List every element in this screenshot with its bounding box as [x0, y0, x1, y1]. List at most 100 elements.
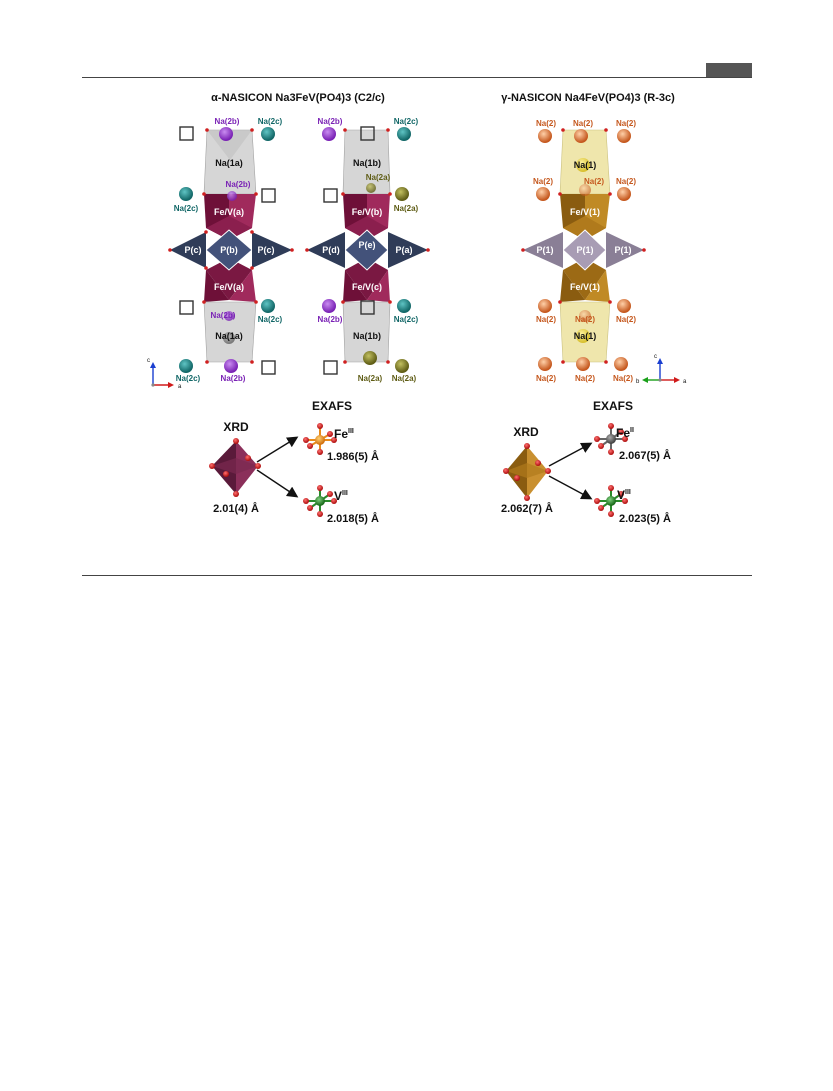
axis-c-alpha: c [147, 358, 150, 364]
label-pb: P(b) [220, 245, 238, 255]
label-p1-1: P(1) [536, 245, 553, 255]
header-tab-block [706, 63, 752, 77]
label-na1b-2: Na(1b) [353, 331, 381, 341]
alpha-v-site [303, 485, 337, 517]
label-na2b-3: Na(2b) [211, 311, 236, 320]
gamma-v-label: VIII [617, 488, 631, 502]
alpha-exafs-label: EXAFS [312, 399, 352, 413]
gamma-xrd-distance: 2.062(7) Å [501, 502, 553, 515]
label-pd: P(d) [322, 245, 340, 255]
gamma-axes: c a b [636, 354, 687, 385]
alpha-title: α-NASICON Na3FeV(PO4)3 (C2/c) [211, 92, 385, 104]
fev-octahedron-a-bottom [206, 258, 252, 300]
gamma-oxygen-dots [521, 128, 646, 364]
gamma-column [523, 129, 644, 363]
axis-a-alpha: a [178, 384, 182, 390]
gamma-exafs-label: EXAFS [593, 399, 633, 413]
label-fev-b: Fe/V(b) [352, 207, 383, 217]
label-na1a-2: Na(1a) [215, 331, 243, 341]
alpha-vacancies [179, 126, 375, 375]
label-pe: P(e) [358, 240, 375, 250]
axis-c-gamma: c [654, 354, 657, 360]
pc-right-tetrahedron [252, 232, 292, 268]
gamma-fe-label: FeII [616, 426, 634, 440]
label-fev1-1: Fe/V(1) [570, 207, 600, 217]
gamma-fe-distance: 2.067(5) Å [619, 449, 671, 462]
label-na1a-1: Na(1a) [215, 158, 243, 168]
alpha-v-distance: 2.018(5) Å [327, 512, 379, 525]
label-na2a-1: Na(2a) [366, 173, 391, 182]
alpha-oxygen-dots [168, 128, 430, 364]
label-fev-a-1: Fe/V(a) [214, 207, 244, 217]
label-pa: P(a) [395, 245, 412, 255]
label-na2c-4: Na(2c) [176, 374, 201, 383]
label-na2b-5: Na(2b) [318, 117, 343, 126]
label-na2-g9: Na(2) [616, 315, 636, 324]
top-rule [82, 77, 752, 78]
label-na1-g1: Na(1) [574, 160, 597, 170]
gamma-xrd-label: XRD [513, 425, 539, 439]
pe-tetrahedron [344, 229, 389, 271]
label-na2-g1: Na(2) [536, 119, 556, 128]
label-na2-g3: Na(2) [616, 119, 636, 128]
label-na2c-3: Na(2c) [258, 315, 283, 324]
label-pc-2: P(c) [257, 245, 274, 255]
label-fev-c: Fe/V(c) [352, 282, 382, 292]
label-na2a-3: Na(2a) [358, 374, 383, 383]
label-na2-g7: Na(2) [536, 315, 556, 324]
gamma-fe-site [594, 423, 628, 455]
label-na2c-6: Na(2c) [394, 315, 419, 324]
label-p1-2: P(1) [576, 245, 593, 255]
bottom-rule [82, 575, 752, 576]
gamma-xrd-octahedron [503, 443, 551, 501]
label-na2-g12: Na(2) [613, 374, 633, 383]
label-na2-g2: Na(2) [573, 119, 593, 128]
label-na2-g6: Na(2) [616, 177, 636, 186]
label-fev1-2: Fe/V(1) [570, 282, 600, 292]
pb-tetrahedron [205, 229, 253, 271]
p1-right-tetrahedron [606, 232, 644, 268]
fev-octahedron-c [345, 258, 388, 300]
label-pc-1: P(c) [184, 245, 201, 255]
alpha-fe-label: FeIII [334, 427, 354, 441]
label-na2-g4: Na(2) [533, 177, 553, 186]
label-na2b-2: Na(2b) [226, 180, 251, 189]
pc-left-tetrahedron [170, 232, 206, 268]
label-na2c-1: Na(2c) [258, 117, 283, 126]
label-na1b-1: Na(1b) [353, 158, 381, 168]
alpha-na-atoms [179, 127, 411, 373]
p1-left-tetrahedron [523, 232, 563, 268]
label-na2-g10: Na(2) [536, 374, 556, 383]
alpha-xrd-exafs: XRD EXAFS 2.01(4) Å FeIII [209, 399, 379, 525]
label-na2-g11: Na(2) [575, 374, 595, 383]
gamma-xrd-exafs: XRD EXAFS 2.062(7) Å FeII [501, 399, 671, 525]
alpha-right-column [307, 129, 428, 363]
gamma-v-site [594, 485, 628, 517]
alpha-left-column [170, 129, 292, 363]
label-na2-g5: Na(2) [584, 177, 604, 186]
p1-center-tetrahedron [562, 229, 607, 271]
label-na2c-5: Na(2c) [394, 117, 419, 126]
fev1-octahedron-bottom [563, 258, 606, 300]
alpha-xrd-distance: 2.01(4) Å [213, 502, 259, 515]
label-na2-g8: Na(2) [575, 315, 595, 324]
label-na2b-1: Na(2b) [215, 117, 240, 126]
label-na2a-2: Na(2a) [394, 204, 419, 213]
label-na2a-4: Na(2a) [392, 374, 417, 383]
label-fev-a-2: Fe/V(a) [214, 282, 244, 292]
alpha-xrd-octahedron [209, 438, 261, 497]
alpha-fe-distance: 1.986(5) Å [327, 450, 379, 463]
alpha-xrd-label: XRD [223, 420, 249, 434]
gamma-na2-atoms [536, 129, 631, 371]
label-na1-g2: Na(1) [574, 331, 597, 341]
label-na2b-6: Na(2b) [318, 315, 343, 324]
gamma-title: γ-NASICON Na4FeV(PO4)3 (R-3c) [501, 92, 675, 104]
alpha-axes: c a [147, 358, 182, 390]
axis-a-gamma: a [683, 379, 687, 385]
label-na2c-2: Na(2c) [174, 204, 199, 213]
label-na2b-4: Na(2b) [221, 374, 246, 383]
axis-b-gamma: b [636, 379, 640, 385]
alpha-v-label: VIII [334, 489, 348, 503]
alpha-fe-site [303, 423, 337, 455]
